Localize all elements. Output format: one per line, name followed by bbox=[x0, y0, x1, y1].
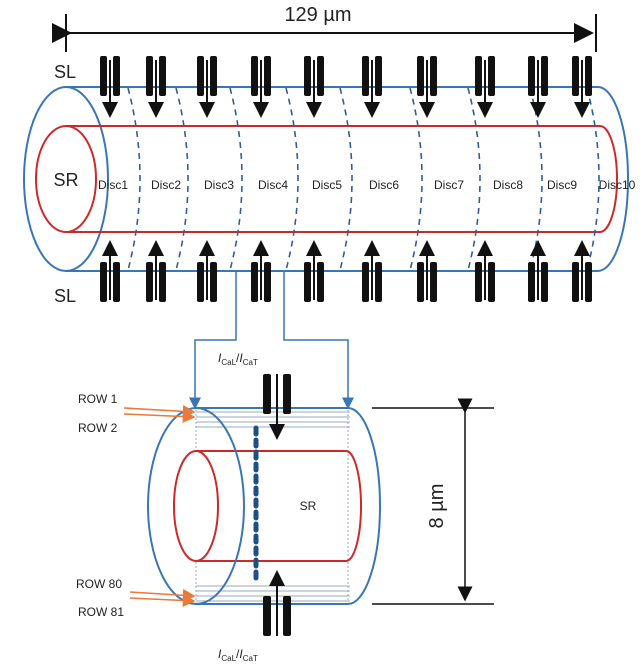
disc-label: Disc2 bbox=[151, 178, 181, 192]
disc-divider bbox=[229, 87, 243, 271]
sl-channel-bottom bbox=[251, 240, 271, 302]
bottom-disc-diagram: SR ICaL/ICaT ICaL/ICaT ROW 1 ROW 2 ROW 8… bbox=[76, 351, 494, 663]
sl-channel-bottom bbox=[528, 240, 548, 302]
disc-divider bbox=[586, 87, 600, 271]
disc-cylinder-body bbox=[196, 407, 381, 605]
top-cell-diagram: 129 µm SR Disc1 Disc2 Disc3 Disc4 Disc5 Disc6… bbox=[23, 4, 636, 306]
row-lines bbox=[196, 411, 350, 602]
disc-sr-body bbox=[196, 450, 362, 562]
disc-label: Disc9 bbox=[547, 178, 577, 192]
disc-channel-top bbox=[263, 374, 291, 440]
sl-channel-bottom bbox=[572, 240, 592, 302]
sl-channel-top bbox=[304, 56, 324, 118]
sl-channels bbox=[100, 56, 592, 302]
disc-channel-bottom bbox=[263, 570, 291, 636]
current-label-bottom: ICaL/ICaT bbox=[218, 647, 258, 663]
disc-divider bbox=[409, 87, 423, 271]
connector-lines bbox=[189, 272, 354, 410]
disc-divider bbox=[127, 87, 141, 271]
sl-channel-top bbox=[572, 56, 592, 118]
sl-channel-bottom bbox=[304, 240, 324, 302]
sr-label-bottom: SR bbox=[300, 499, 317, 513]
sl-channel-top bbox=[100, 56, 120, 118]
disc-label: Disc5 bbox=[312, 178, 342, 192]
row-arrows bbox=[123, 404, 196, 607]
disc-sr-end bbox=[173, 450, 219, 562]
disc-divider bbox=[467, 87, 481, 271]
disc-labels: Disc1 Disc2 Disc3 Disc4 Disc5 Disc6 Disc7 Disc8… bbox=[98, 178, 636, 192]
height-label: 8 µm bbox=[426, 484, 448, 529]
sl-channel-bottom bbox=[417, 240, 437, 302]
sr-cylinder-body bbox=[66, 125, 618, 233]
current-label-top: ICaL/ICaT bbox=[218, 351, 258, 367]
sl-channel-top bbox=[528, 56, 548, 118]
sl-channel-bottom bbox=[197, 240, 217, 302]
disc-label: Disc7 bbox=[434, 178, 464, 192]
disc-label: Disc10 bbox=[599, 178, 636, 192]
sr-label-top: SR bbox=[53, 170, 78, 190]
disc-divider bbox=[285, 87, 299, 271]
sl-label-bottom: SL bbox=[54, 286, 76, 306]
sl-channel-bottom bbox=[362, 240, 382, 302]
disc-divider bbox=[339, 87, 353, 271]
sl-channel-top bbox=[146, 56, 166, 118]
row-label-1: ROW 1 bbox=[78, 392, 118, 406]
outer-cylinder-body bbox=[66, 86, 629, 272]
sl-channel-top bbox=[417, 56, 437, 118]
sl-channel-top bbox=[197, 56, 217, 118]
disc-label: Disc1 bbox=[98, 178, 128, 192]
sl-channel-top bbox=[475, 56, 495, 118]
disc-cylinder-end bbox=[147, 407, 245, 605]
row-label-80: ROW 80 bbox=[76, 577, 122, 591]
sl-channel-top bbox=[251, 56, 271, 118]
disc-label: Disc6 bbox=[369, 178, 399, 192]
sl-channel-bottom bbox=[100, 240, 120, 302]
sl-channel-bottom bbox=[475, 240, 495, 302]
row-label-2: ROW 2 bbox=[78, 421, 118, 435]
row-label-81: ROW 81 bbox=[78, 605, 124, 619]
disc-label: Disc3 bbox=[204, 178, 234, 192]
disc-label: Disc8 bbox=[493, 178, 523, 192]
height-dimension bbox=[372, 398, 494, 605]
length-label: 129 µm bbox=[284, 4, 351, 26]
sl-channel-bottom bbox=[146, 240, 166, 302]
sr-cylinder-end bbox=[35, 125, 97, 233]
sl-label-top: SL bbox=[54, 62, 76, 82]
disc-divider bbox=[175, 87, 189, 271]
sl-channel-top bbox=[362, 56, 382, 118]
disc-label: Disc4 bbox=[258, 178, 288, 192]
